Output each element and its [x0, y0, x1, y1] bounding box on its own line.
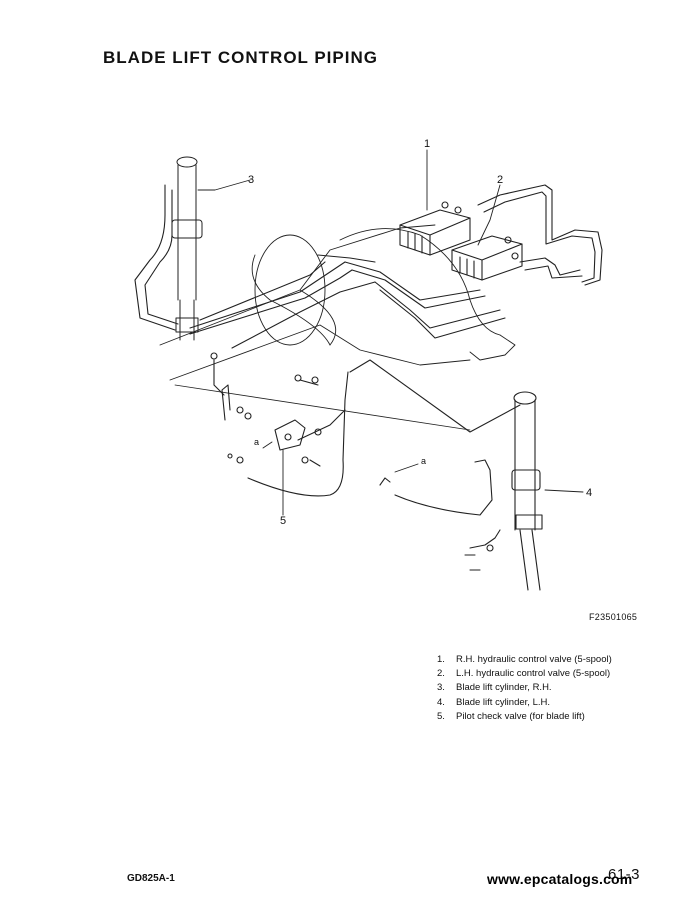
callout-3: 3	[248, 174, 254, 186]
piping-diagram: 1 2 3 4 5 a a	[134, 138, 603, 591]
rh-pipes	[134, 184, 376, 349]
frame-outline	[159, 224, 516, 431]
leader-lines	[197, 149, 584, 516]
legend-text: Blade lift cylinder, L.H.	[456, 696, 550, 708]
legend-item: 5. Pilot check valve (for blade lift)	[437, 710, 612, 724]
callout-2: 2	[497, 174, 503, 186]
valve-pipes-right	[477, 184, 603, 286]
legend-text: R.H. hydraulic control valve (5-spool)	[456, 654, 612, 665]
callout-a-1: a	[254, 437, 259, 447]
legend-number: 5.	[437, 710, 445, 722]
legend-number: 2.	[437, 668, 445, 680]
legend-item: 4. Blade lift cylinder, L.H.	[437, 696, 612, 710]
hydraulic-control-valve-lh	[451, 235, 523, 281]
callout-4: 4	[586, 487, 592, 499]
callout-1: 1	[424, 138, 430, 150]
watermark-text: www.epcatalogs.com	[487, 871, 633, 887]
pilot-check-valve	[210, 352, 349, 497]
legend-text: Pilot check valve (for blade lift)	[456, 710, 585, 722]
model-code: GD825A-1	[127, 873, 175, 884]
legend-item: 1. R.H. hydraulic control valve (5-spool)	[437, 653, 612, 667]
legend-number: 4.	[437, 696, 445, 708]
hydraulic-control-valve-rh	[399, 201, 471, 256]
lh-hoses	[349, 359, 521, 571]
page-title: BLADE LIFT CONTROL PIPING	[103, 48, 378, 67]
legend-number: 3.	[437, 682, 445, 694]
legend-item: 3. Blade lift cylinder, R.H.	[437, 681, 612, 695]
legend-number: 1.	[437, 654, 445, 665]
callout-a-2: a	[421, 456, 426, 466]
blade-lift-cylinder-lh	[511, 391, 543, 591]
callout-5: 5	[280, 515, 286, 527]
page-number: 61-3	[608, 866, 641, 883]
parts-legend: 1. R.H. hydraulic control valve (5-spool)…	[437, 653, 612, 724]
blade-lift-cylinder-rh	[171, 156, 203, 341]
legend-text: Blade lift cylinder, R.H.	[456, 682, 552, 694]
valve-pipes-main	[317, 254, 506, 339]
figure-number: F23501065	[589, 612, 638, 622]
legend-text: L.H. hydraulic control valve (5-spool)	[456, 668, 611, 680]
legend-item: 2. L.H. hydraulic control valve (5-spool)	[437, 667, 612, 681]
